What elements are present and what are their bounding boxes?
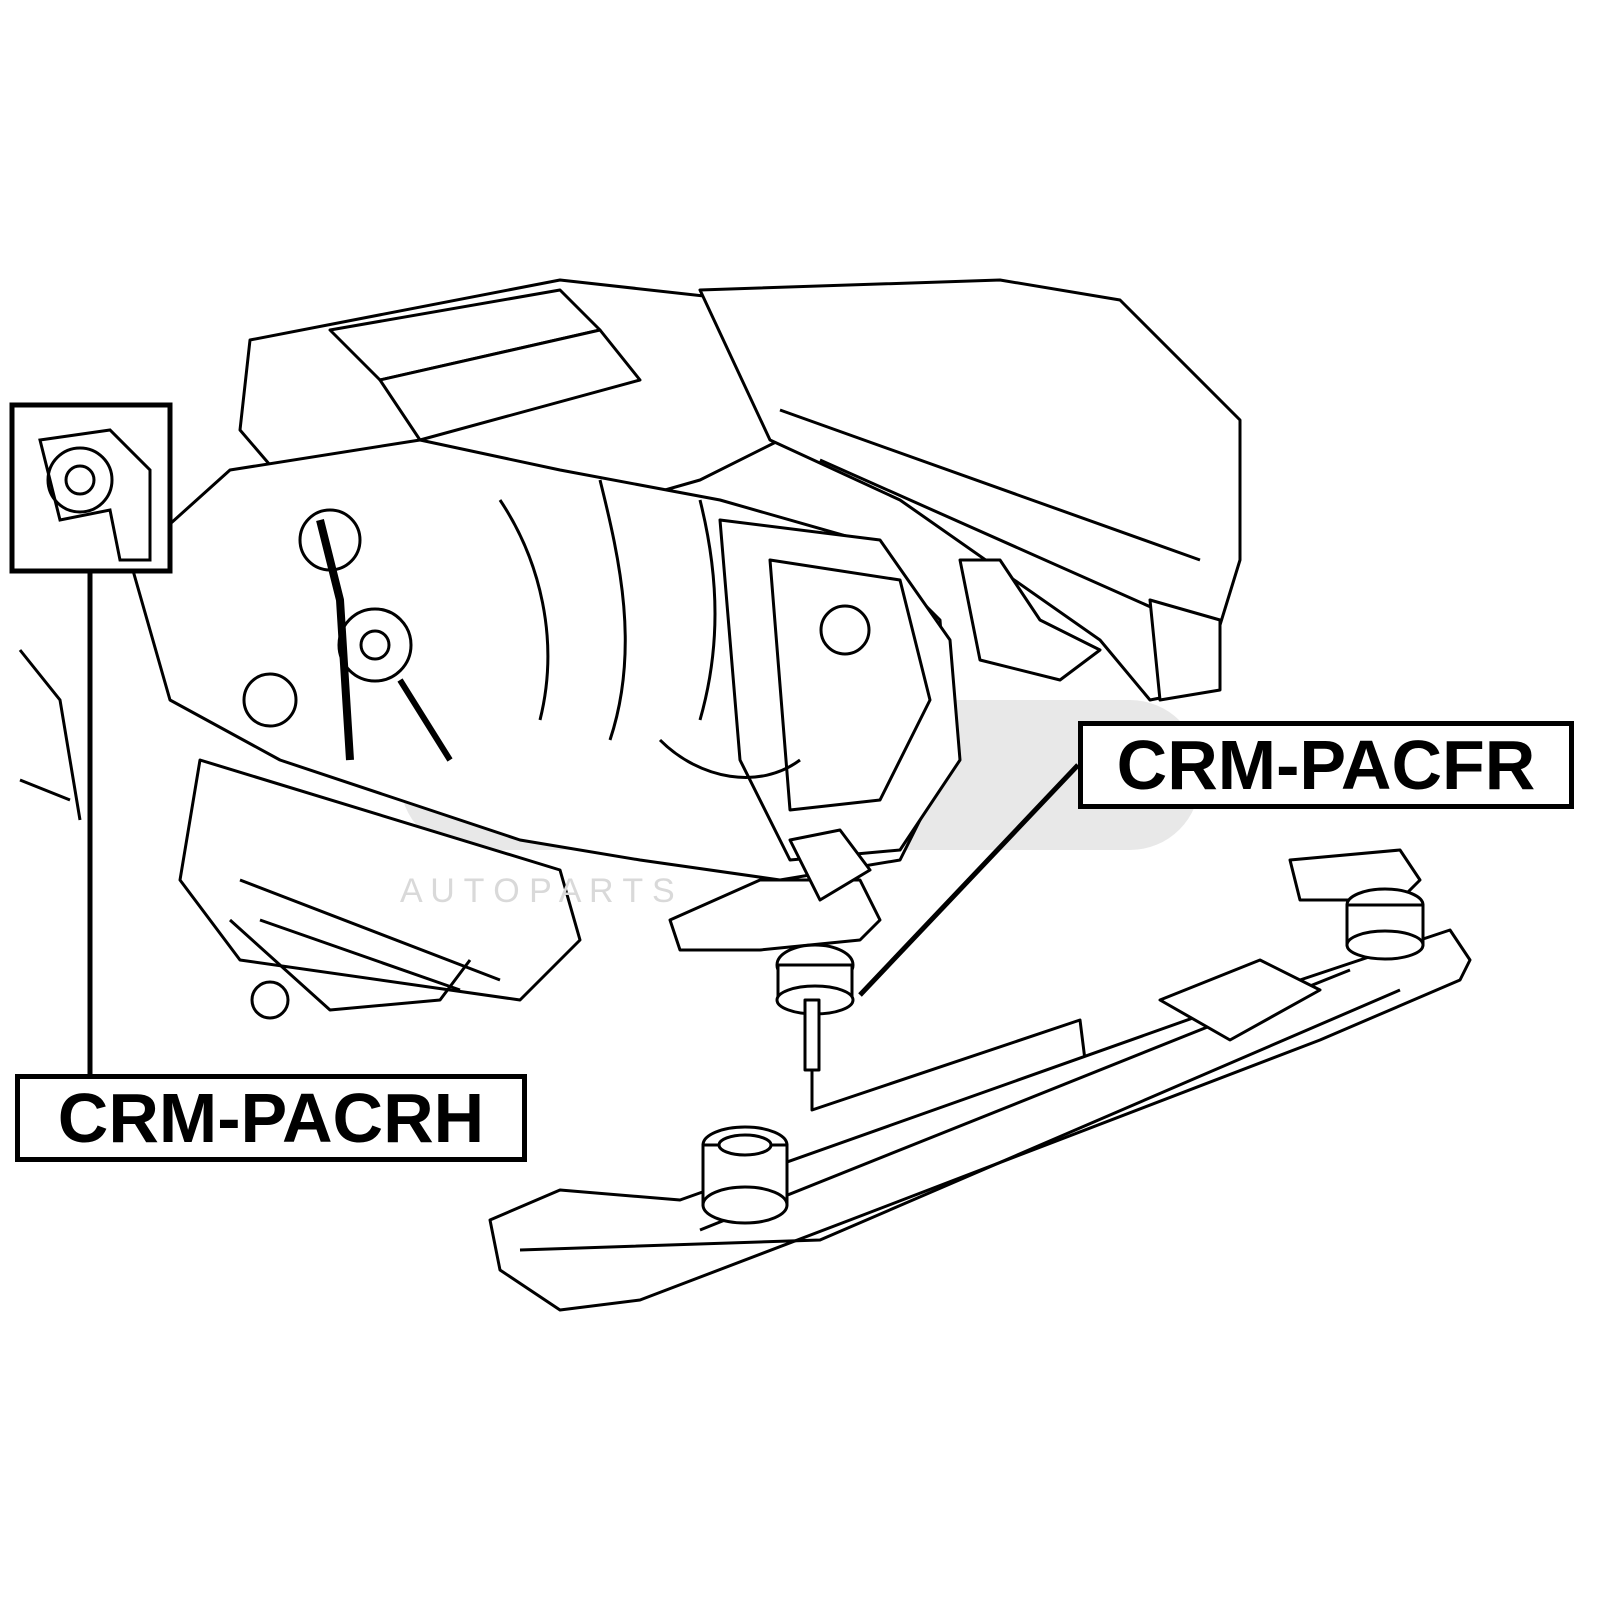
chassis-rail [698,278,1242,702]
engine-assembly [128,278,962,1020]
crossmember [488,848,1472,1312]
front-engine-mount [668,828,1087,1112]
watermark-subtitle: A U T O P A R T S [400,872,675,910]
left-frame [18,649,82,821]
leader-lines [87,572,1080,1074]
rear-mount-inset [9,402,173,574]
part-label-front-mount: CRM-PACFR [1078,721,1574,809]
part-label-rear-right-mount: CRM-PACRH [15,1074,527,1162]
